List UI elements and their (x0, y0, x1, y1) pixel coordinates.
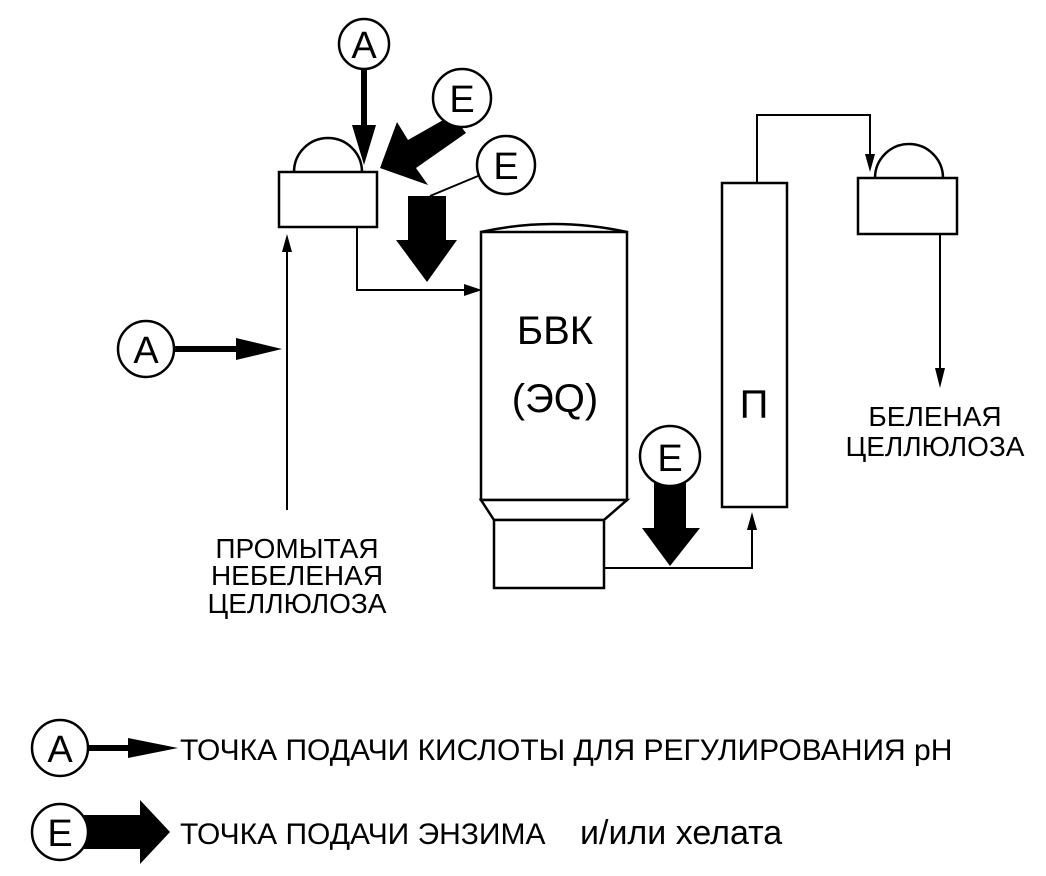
reactor-label-line1: БВК (517, 309, 594, 353)
input-pulp-label: ПРОМЫТАЯ НЕБЕЛЕНАЯ ЦЕЛЛЮЛОЗА (208, 533, 387, 619)
acid-feed-left: A (116, 319, 282, 379)
washer-1 (277, 136, 379, 229)
legend-acid-text: ТОЧКА ПОДАЧИ КИСЛОТЫ ДЛЯ РЕГУЛИРОВАНИЯ p… (180, 734, 952, 767)
enzyme-marker-label: E (449, 79, 474, 121)
enzyme-feed-press: E (638, 424, 702, 566)
washer-2 (856, 142, 959, 236)
enzyme-marker-label: E (657, 438, 682, 480)
flow-lines (282, 114, 945, 569)
enzyme-marker-label: E (493, 146, 518, 188)
acid-arrow-down-icon (352, 125, 376, 165)
enzyme-arrow-down-icon (642, 480, 700, 566)
legend-enzyme-text: ТОЧКА ПОДАЧИ ЭНЗИМА (180, 818, 546, 851)
output-label-line2: ЦЕЛЛЮЛОЗА (846, 431, 1025, 462)
press-to-washer-arrowhead (865, 154, 875, 172)
enzyme-feed-diagonal: E (380, 67, 493, 185)
legend-enzyme: E ТОЧКА ПОДАЧИ ЭНЗИМА и/или хелата (30, 800, 782, 864)
enzyme-arrow-right-icon (84, 800, 170, 864)
acid-marker-label: A (133, 330, 159, 372)
press-to-washer-line (756, 114, 871, 183)
acid-arrow-right-icon (236, 338, 282, 360)
legend: A ТОЧКА ПОДАЧИ КИСЛОТЫ ДЛЯ РЕГУЛИРОВАНИЯ… (30, 718, 952, 864)
output-pulp-label: БЕЛЕНАЯ ЦЕЛЛЮЛОЗА (846, 401, 1025, 462)
enzyme-arrow-down-icon (396, 196, 457, 282)
input-label-line2: НЕБЕЛЕНАЯ (211, 560, 383, 591)
enzyme-marker-circle (475, 134, 537, 196)
acid-marker-circle (337, 17, 391, 71)
acid-marker-circle (116, 319, 176, 379)
enzyme-marker-circle (30, 802, 90, 862)
reactor-to-press-line (604, 528, 753, 569)
acid-marker-label: A (47, 729, 73, 771)
enzyme-marker-circle (431, 67, 493, 129)
washer-to-reactor-line (356, 227, 466, 291)
input-label-line1: ПРОМЫТАЯ (215, 533, 378, 564)
acid-marker-label: A (351, 25, 377, 67)
washer-to-reactor-arrowhead (464, 284, 482, 296)
legend-acid: A ТОЧКА ПОДАЧИ КИСЛОТЫ ДЛЯ РЕГУЛИРОВАНИЯ… (30, 718, 952, 778)
reactor-bvk: БВК (ЭQ) (478, 222, 631, 590)
press-label: П (740, 383, 769, 427)
input-flow-arrowhead (282, 234, 292, 252)
reactor-label-line2: (ЭQ) (512, 377, 599, 421)
output-flow-arrowhead (935, 368, 945, 388)
reactor-to-press-arrowhead (747, 512, 757, 530)
enzyme-arrow-diagonal-icon (380, 115, 466, 185)
output-label-line1: БЕЛЕНАЯ (868, 401, 1001, 432)
input-label-line3: ЦЕЛЛЮЛОЗА (208, 588, 387, 619)
acid-marker-circle (30, 718, 90, 778)
acid-feed-top: A (337, 17, 391, 165)
enzyme-marker-label: E (47, 813, 72, 855)
enzyme-feed-vertical: E (396, 134, 537, 282)
press: П (720, 181, 789, 509)
enzyme-marker-circle (638, 424, 702, 488)
acid-arrow-right-icon (128, 738, 178, 758)
legend-enzyme-extra-text: и/или хелата (580, 814, 782, 852)
